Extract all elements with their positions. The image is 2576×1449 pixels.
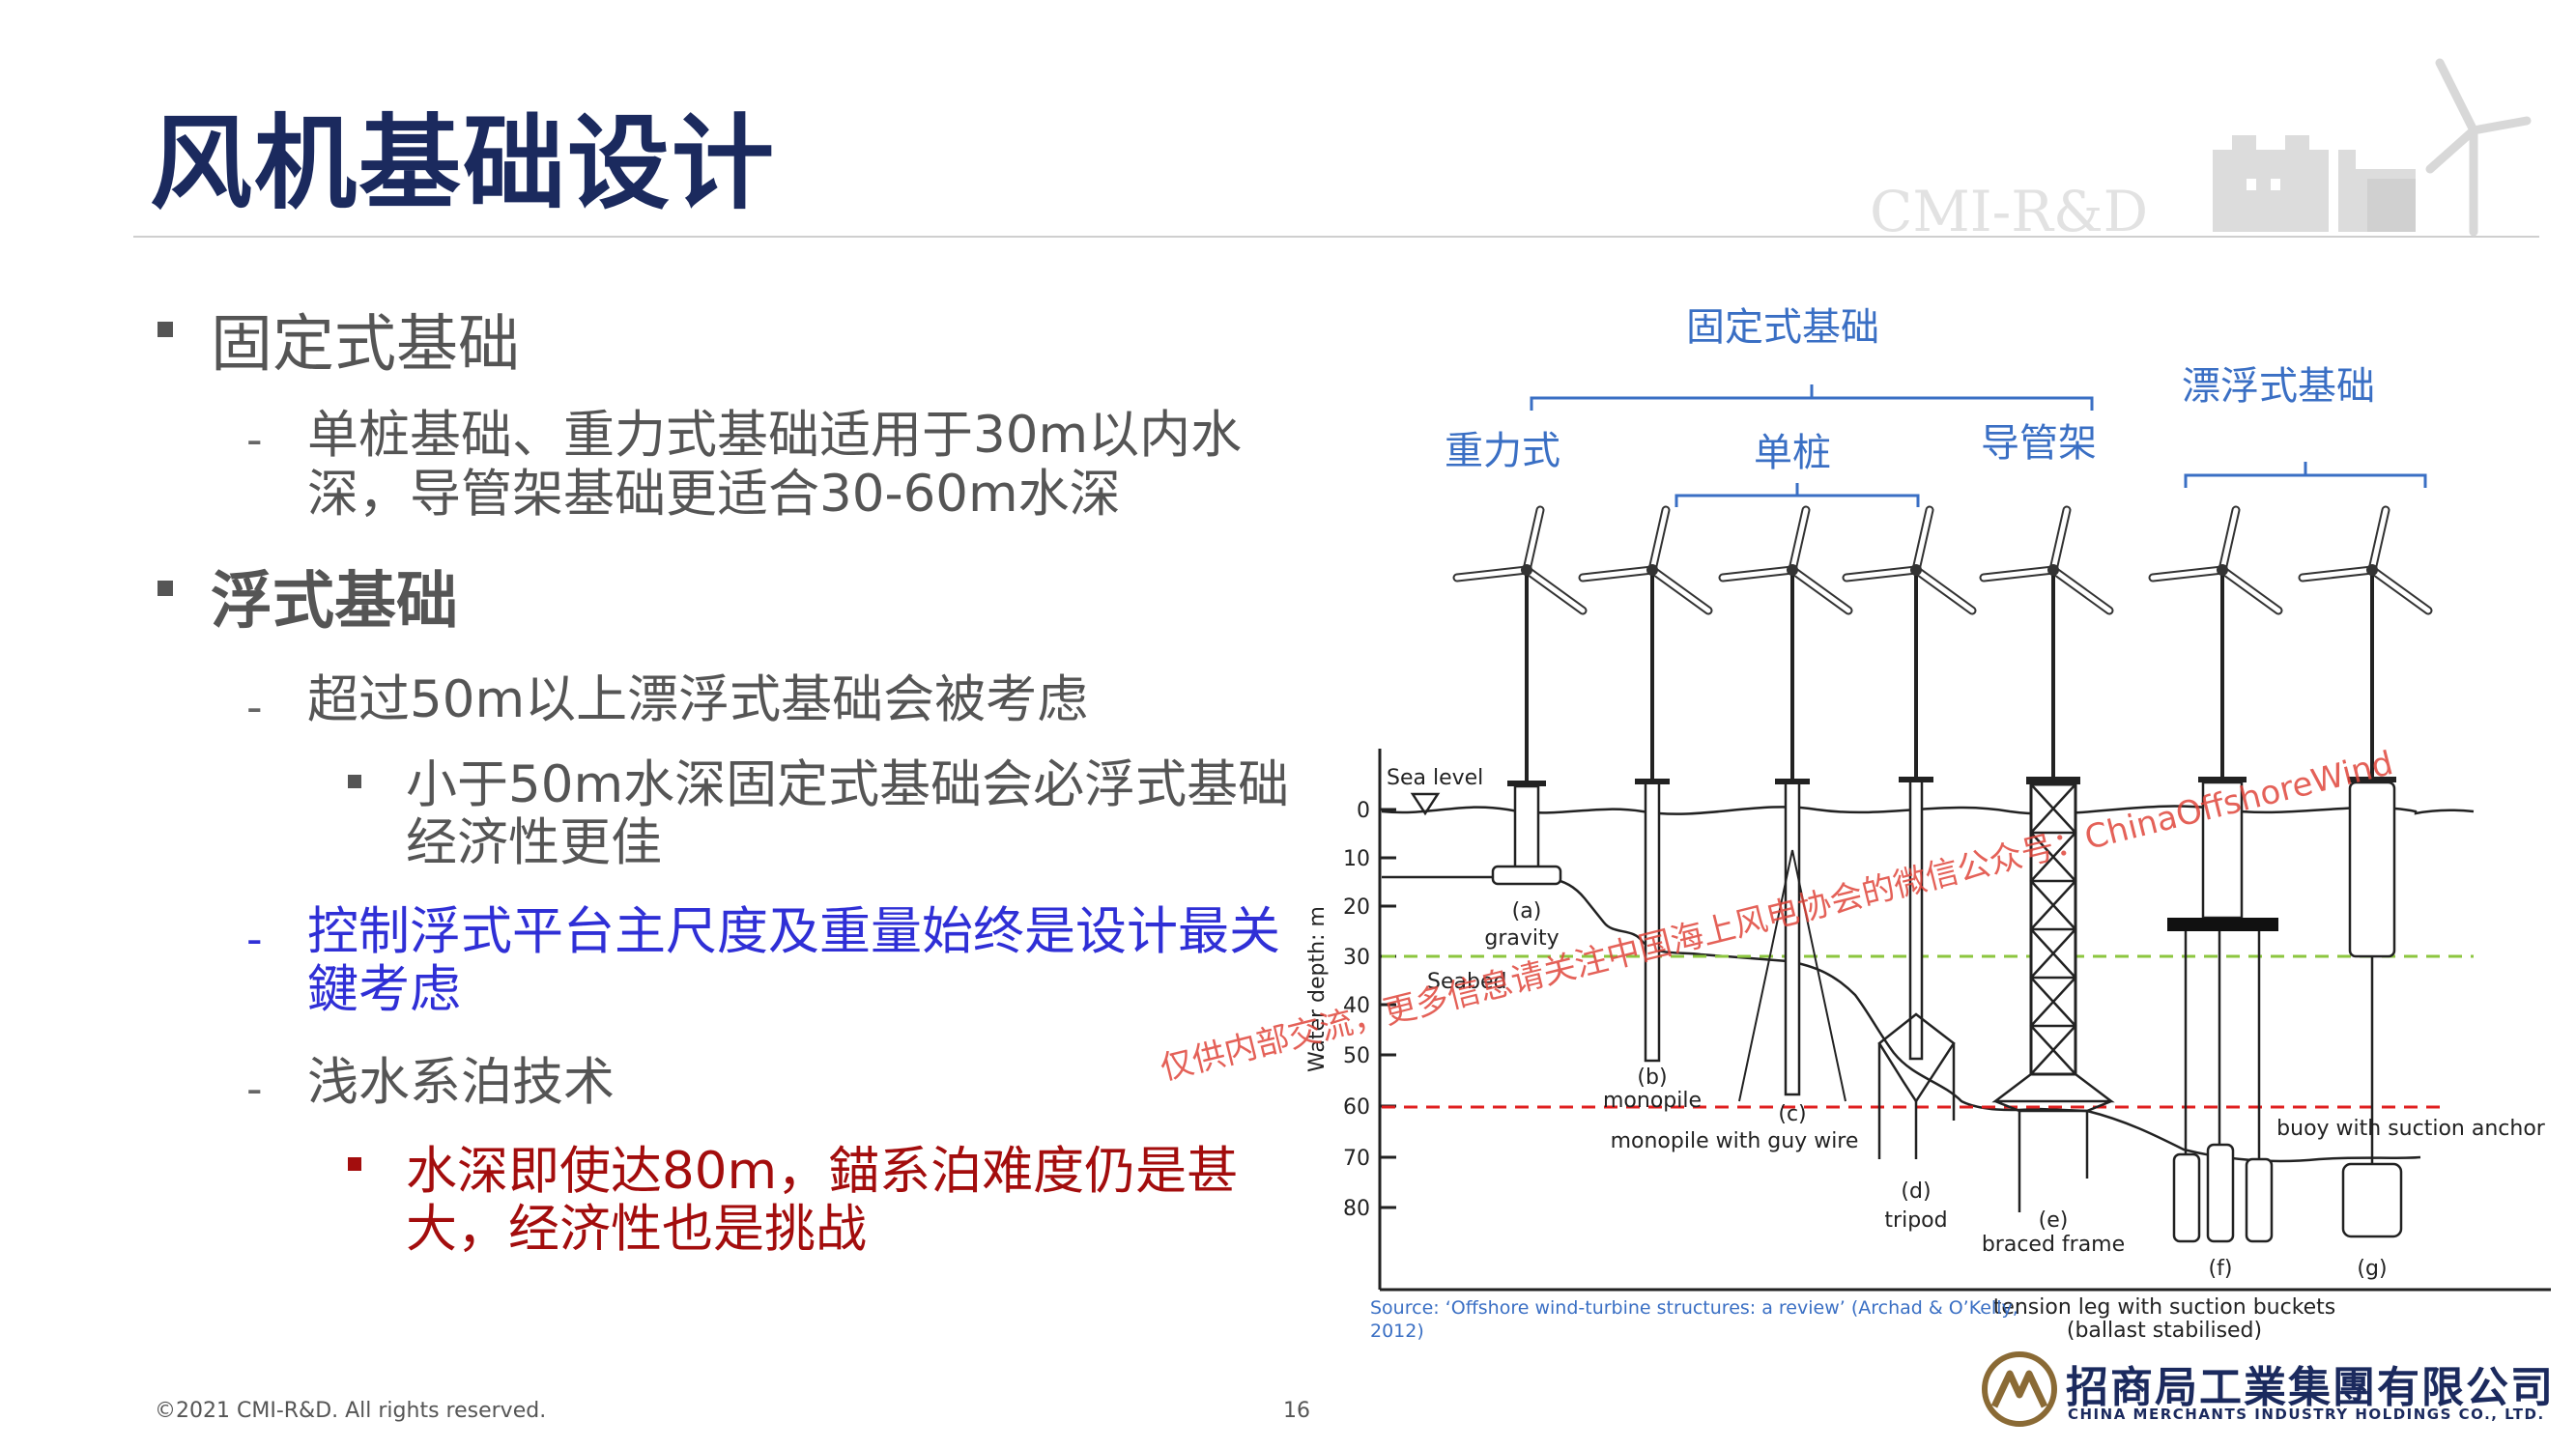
- bullet-floating-sub3-point-line1: 水深即使达80m，錨系泊难度仍是甚: [406, 1142, 1239, 1201]
- turbine-braced-frame: [1984, 510, 2115, 1212]
- depth-tick-30: 30: [1343, 946, 1370, 970]
- type-label-a: (a): [1512, 899, 1542, 923]
- depth-tick-40: 40: [1343, 994, 1370, 1018]
- bullet-fixed-sub-line2: 深，导管架基础更适合30-60m水深: [307, 465, 1121, 524]
- bullet-square-marker: [157, 581, 173, 596]
- seabed-label: Seabed: [1427, 970, 1506, 994]
- seabed-line: [1382, 875, 2421, 1163]
- depth-tick-20: 20: [1343, 895, 1370, 920]
- type-label-d-name: tripod: [1884, 1208, 1947, 1233]
- type-label-e: (e): [2039, 1208, 2069, 1233]
- type-label-jacket-cn: 导管架: [1981, 421, 2097, 466]
- turbine-tension-leg: [2153, 510, 2278, 1243]
- bullet-square-marker: [348, 1157, 361, 1171]
- type-label-c: (c): [1778, 1102, 1806, 1126]
- cmi-rd-logo-text: CMI-R&D: [1870, 179, 2149, 244]
- turbine-monopile: [1583, 510, 1708, 1063]
- china-merchants-logo-icon: [1982, 1351, 2057, 1427]
- type-label-monopile-cn: 单桩: [1754, 431, 1831, 475]
- bullet-dash-marker: -: [246, 1063, 263, 1115]
- copyright-text: ©2021 CMI-R&D. All rights reserved.: [155, 1399, 547, 1423]
- bullet-square-marker: [348, 775, 361, 788]
- bullet-dash-marker: -: [246, 413, 263, 466]
- cmi-rd-logo-icon: [2213, 58, 2532, 237]
- type-label-d: (d): [1901, 1179, 1931, 1204]
- bullet-floating-sub3-point-line2: 大，经济性也是挑战: [406, 1200, 867, 1259]
- title-divider: [133, 236, 2539, 238]
- company-name-en: CHINA MERCHANTS INDUSTRY HOLDINGS CO., L…: [2068, 1406, 2545, 1423]
- bullet-floating-sub3: 浅水系泊技术: [307, 1053, 615, 1112]
- depth-tick-60: 60: [1343, 1095, 1370, 1120]
- type-label-b-name: monopile: [1603, 1089, 1702, 1113]
- type-label-f: (f): [2209, 1257, 2233, 1281]
- group-label-fixed: 固定式基础: [1686, 305, 1879, 350]
- source-line1: Source: ‘Offshore wind-turbine structure…: [1370, 1297, 2018, 1319]
- turbine-buoy-suction-anchor: [2303, 510, 2428, 1238]
- type-label-b: (b): [1637, 1065, 1667, 1090]
- bullet-fixed-heading: 固定式基础: [211, 309, 520, 381]
- depth-tick-70: 70: [1343, 1147, 1370, 1171]
- bullet-floating-sub2-line1: 控制浮式平台主尺度及重量始终是设计最关: [307, 902, 1280, 961]
- turbine-tripod: [1846, 510, 1972, 1159]
- turbine-monopile-guy-wire: [1723, 510, 1848, 1102]
- page-number: 16: [1283, 1399, 1310, 1423]
- turbine-gravity: [1457, 510, 1583, 886]
- bullet-dash-marker: -: [246, 681, 263, 733]
- page-title: 风机基础设计: [150, 104, 776, 223]
- depth-tick-50: 50: [1343, 1044, 1370, 1068]
- depth-tick-80: 80: [1343, 1197, 1370, 1221]
- depth-tick-10: 10: [1343, 847, 1370, 871]
- y-axis-label: Water depth: m: [1305, 906, 1330, 1072]
- bullet-square-marker: [157, 322, 173, 337]
- depth-tick-0: 0: [1357, 799, 1370, 823]
- sea-surface-line: [1381, 805, 2475, 815]
- bullet-floating-heading: 浮式基础: [211, 566, 458, 638]
- sea-level-marker-icon: [1410, 792, 1441, 816]
- type-label-g: (g): [2357, 1257, 2387, 1281]
- bullet-floating-subsub-line1: 小于50m水深固定式基础会必浮式基础: [406, 755, 1290, 814]
- group-label-floating: 漂浮式基础: [2182, 364, 2375, 409]
- bullet-floating-sub1: 超过50m以上漂浮式基础会被考虑: [307, 670, 1089, 729]
- type-label-a-name: gravity: [1484, 926, 1559, 951]
- source-line2: 2012): [1370, 1321, 1424, 1342]
- type-label-fg-name-line1: tension leg with suction buckets: [1993, 1295, 2336, 1320]
- sea-level-label: Sea level: [1387, 766, 1483, 790]
- type-label-e-name: braced frame: [1982, 1233, 2125, 1257]
- bullet-floating-subsub-line2: 经济性更佳: [406, 813, 662, 872]
- type-label-fg-name-line2: (ballast stabilised): [2067, 1319, 2262, 1343]
- type-label-g-name: buoy with suction anchor: [2276, 1117, 2546, 1141]
- bullet-floating-sub2-line2: 鍵考虑: [307, 960, 461, 1019]
- type-label-gravity-cn: 重力式: [1445, 429, 1560, 473]
- bullet-fixed-sub-line1: 单桩基础、重力式基础适用于30m以内水: [307, 406, 1243, 465]
- bullet-dash-marker: -: [246, 913, 263, 965]
- type-label-c-name: monopile with guy wire: [1611, 1129, 1859, 1153]
- company-name-cn: 招商局工業集團有限公司: [2066, 1363, 2555, 1412]
